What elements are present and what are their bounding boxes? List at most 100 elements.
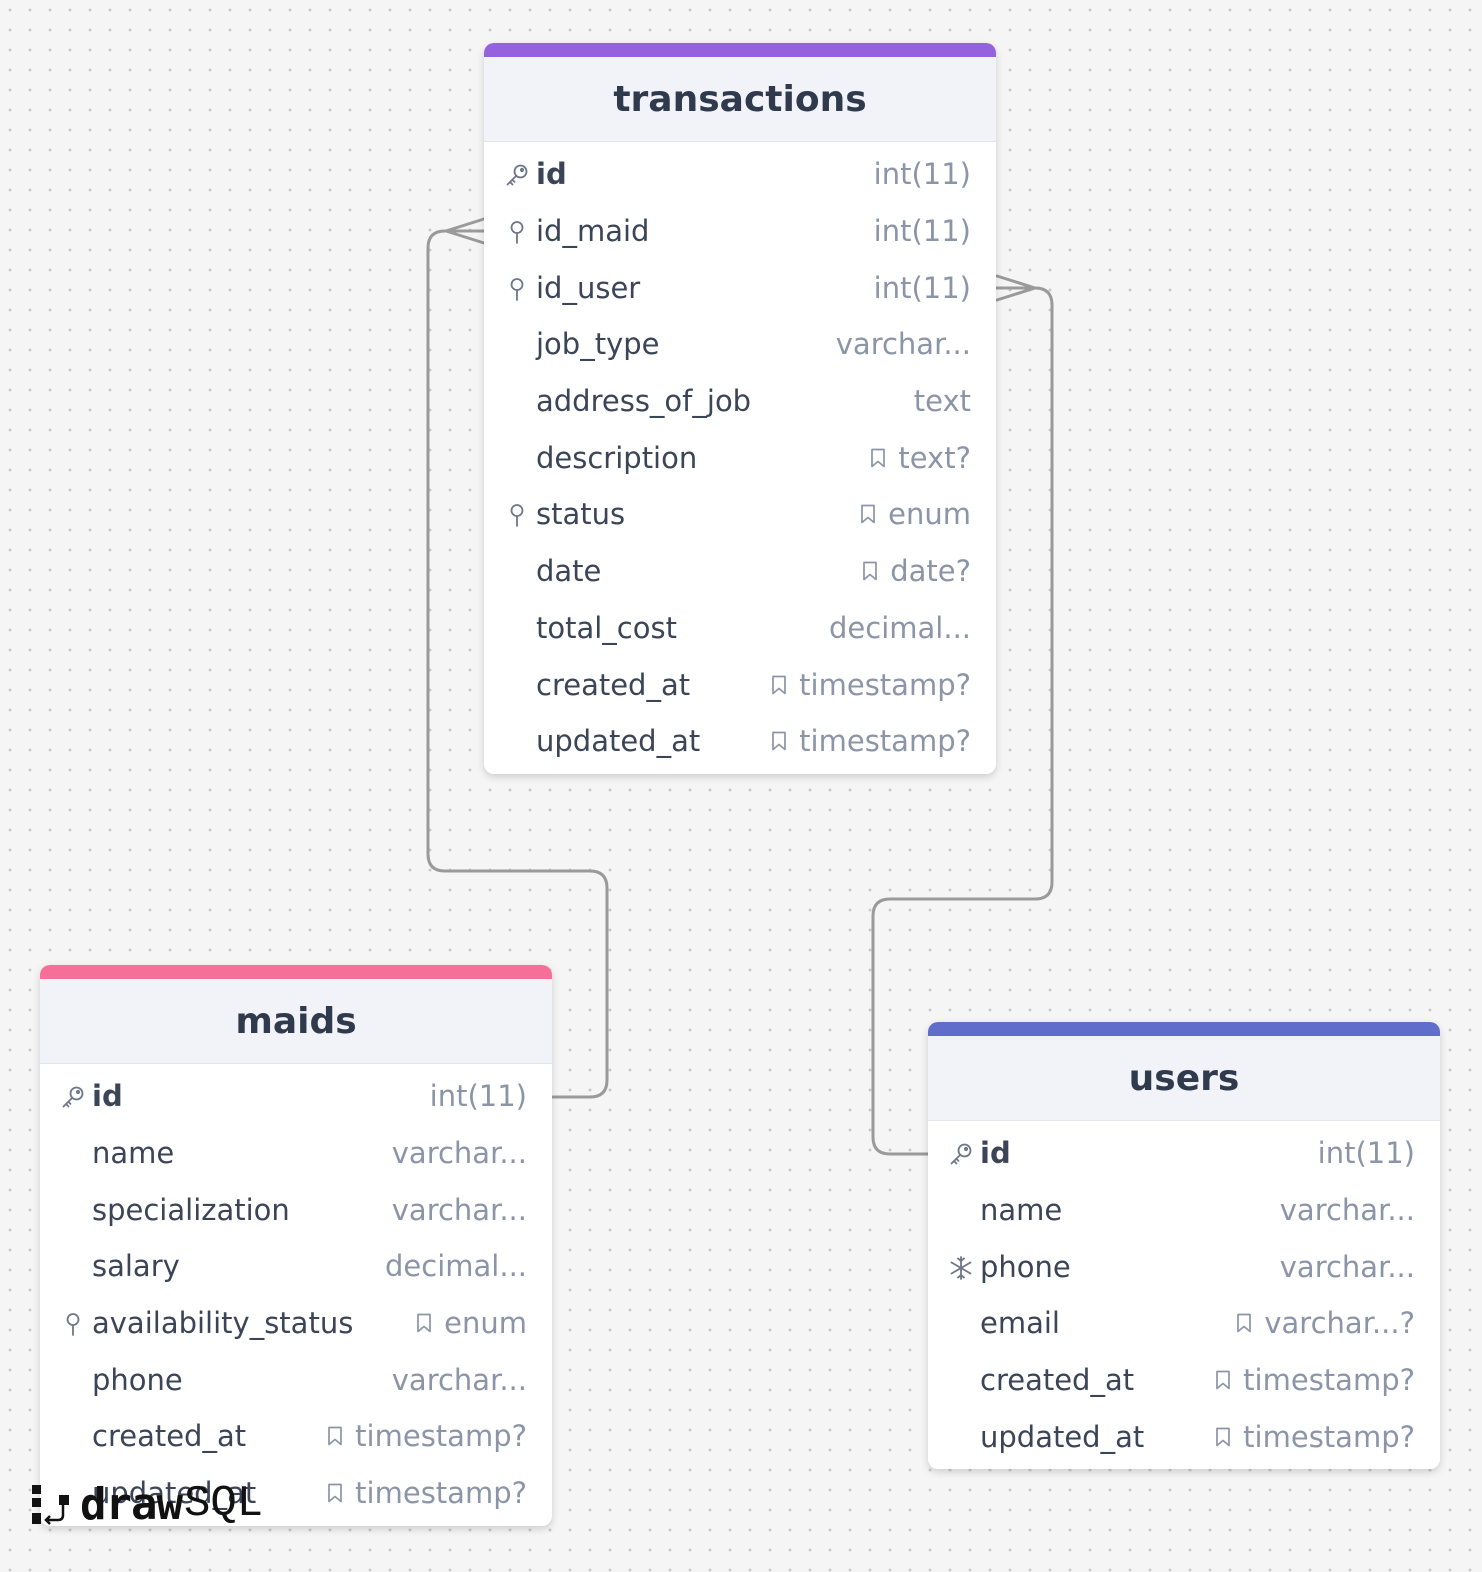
nullable-bookmark-icon xyxy=(328,1483,343,1503)
index-icon xyxy=(60,1310,86,1336)
field-type: decimal... xyxy=(829,611,971,645)
table-accent-bar xyxy=(40,965,552,979)
field-row-created-at[interactable]: created_at timestamp? xyxy=(484,656,996,713)
field-name: created_at xyxy=(980,1363,1135,1398)
primary-key-icon xyxy=(948,1140,974,1166)
field-name: email xyxy=(980,1306,1060,1341)
crowfoot-arrow-id-maid xyxy=(444,217,486,245)
field-type: varchar... xyxy=(836,327,971,361)
field-row-id[interactable]: id int(11) xyxy=(484,146,996,203)
field-name: created_at xyxy=(536,667,691,702)
field-row-availability-status[interactable]: availability_status enum xyxy=(40,1295,552,1352)
field-type: varchar...? xyxy=(1233,1306,1415,1340)
field-type: timestamp? xyxy=(768,668,971,702)
field-type-label: timestamp? xyxy=(1243,1419,1415,1454)
field-name: salary xyxy=(92,1249,180,1284)
index-icon xyxy=(504,501,530,528)
field-type-label: text xyxy=(913,384,971,419)
field-type-label: enum xyxy=(444,1306,527,1341)
nullable-bookmark-icon xyxy=(328,1427,343,1446)
field-name: availability_status xyxy=(92,1306,354,1341)
field-row-job-type[interactable]: job_type varchar... xyxy=(484,316,996,373)
field-type-label: timestamp? xyxy=(799,667,971,702)
drawsql-logo-icon xyxy=(32,1485,69,1525)
field-row-email[interactable]: email varchar...? xyxy=(928,1295,1440,1352)
drawsql-logo[interactable]: draw SQL xyxy=(30,1478,263,1530)
nullable-bookmark-icon xyxy=(417,1313,431,1333)
field-type: int(11) xyxy=(874,214,971,248)
field-type-label: int(11) xyxy=(873,270,971,305)
field-name: id xyxy=(536,157,567,192)
field-name: updated_at xyxy=(92,1476,257,1511)
nullable-bookmark-icon xyxy=(772,675,787,694)
field-type-label: varchar... xyxy=(391,1362,527,1397)
field-row-total-cost[interactable]: total_cost decimal... xyxy=(484,600,996,657)
field-type: text xyxy=(914,384,971,418)
field-type-label: varchar... xyxy=(835,327,971,362)
field-type-label: varchar... xyxy=(391,1192,527,1227)
field-type-label: text? xyxy=(898,440,971,475)
table-title[interactable]: maids xyxy=(40,979,552,1064)
field-row-name[interactable]: name varchar... xyxy=(928,1182,1440,1239)
crowfoot-arrow-id-user xyxy=(995,274,1037,302)
field-name: date xyxy=(536,554,602,589)
table-title[interactable]: transactions xyxy=(484,57,996,142)
field-type: timestamp? xyxy=(324,1476,527,1510)
field-type: varchar... xyxy=(392,1193,527,1227)
field-type: varchar... xyxy=(1280,1193,1415,1227)
field-name: name xyxy=(980,1193,1063,1228)
logo-text-draw: draw xyxy=(80,1478,183,1530)
field-type: timestamp? xyxy=(324,1419,527,1453)
primary-key-icon xyxy=(60,1083,86,1109)
field-type: int(11) xyxy=(1318,1136,1415,1170)
table-title[interactable]: users xyxy=(928,1036,1440,1121)
field-type: int(11) xyxy=(874,157,971,191)
field-name: job_type xyxy=(536,327,660,362)
nullable-bookmark-icon xyxy=(861,505,875,524)
table-accent-bar xyxy=(484,43,996,57)
unique-icon xyxy=(948,1254,974,1280)
primary-key-icon xyxy=(504,161,530,187)
field-type-label: varchar... xyxy=(1279,1193,1415,1228)
field-row-id-user[interactable]: id_user int(11) xyxy=(484,259,996,316)
field-type: text? xyxy=(867,441,971,475)
field-name: phone xyxy=(980,1249,1071,1284)
field-type: timestamp? xyxy=(1212,1420,1415,1454)
field-type: timestamp? xyxy=(768,724,971,758)
field-name: total_cost xyxy=(536,610,677,645)
field-type: enum xyxy=(857,497,971,531)
field-type-label: int(11) xyxy=(1317,1136,1415,1171)
field-name: updated_at xyxy=(980,1419,1145,1454)
index-icon xyxy=(504,275,530,301)
field-name: id_user xyxy=(536,270,641,305)
field-type-label: timestamp? xyxy=(1243,1363,1415,1398)
field-name: created_at xyxy=(92,1419,247,1454)
field-row-created-at[interactable]: created_at timestamp? xyxy=(928,1352,1440,1409)
field-row-updated-at[interactable]: updated_at timestamp? xyxy=(40,1465,552,1522)
field-row-created-at[interactable]: created_at timestamp? xyxy=(40,1408,552,1465)
field-type-label: varchar...? xyxy=(1264,1306,1415,1341)
table-accent-bar xyxy=(928,1022,1440,1036)
field-type: varchar... xyxy=(392,1363,527,1397)
field-type-label: timestamp? xyxy=(355,1419,527,1454)
field-type: timestamp? xyxy=(1212,1363,1415,1397)
field-row-updated-at[interactable]: updated_at timestamp? xyxy=(928,1408,1440,1465)
